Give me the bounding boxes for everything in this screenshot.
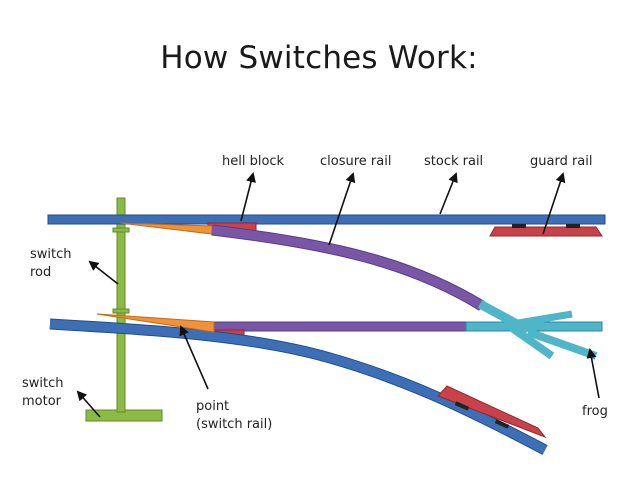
- label-closure-rail: closure rail: [320, 154, 391, 169]
- rod-clamp-top: [112, 227, 130, 233]
- closure-rail-top: [211, 224, 485, 311]
- slide-title: How Switches Work:: [160, 40, 478, 76]
- guard-rail-bottom: [437, 385, 547, 439]
- label-heel-block: hell block: [222, 154, 285, 169]
- arrow-stock-rail: [439, 172, 458, 215]
- arrow-switch-rod: [88, 260, 119, 285]
- guard-rail-bottom-tie-1: [454, 401, 470, 411]
- switch-motor-rod: [116, 197, 126, 413]
- label-switch-rod-2: rod: [30, 265, 51, 280]
- label-stock-rail: stock rail: [424, 154, 483, 169]
- guard-rail-bottom-tie-2: [494, 419, 510, 429]
- rod-clamp-bottom: [112, 308, 130, 314]
- stock-rail-top: [47, 214, 606, 225]
- arrow-heel-block: [240, 172, 256, 222]
- arrow-switch-motor: [76, 390, 101, 418]
- label-switch-motor-2: motor: [22, 394, 62, 409]
- arrow-point: [179, 325, 209, 390]
- label-point-2: (switch rail): [196, 417, 272, 432]
- switch-point-top: [119, 222, 213, 235]
- closure-rail-bottom: [211, 321, 469, 332]
- arrow-closure-rail: [328, 172, 356, 246]
- arrow-frog: [586, 348, 600, 399]
- label-switch-rod-1: switch: [30, 247, 72, 262]
- label-guard-rail: guard rail: [530, 154, 593, 169]
- frog-wing-down: [509, 324, 555, 360]
- guard-rail-tie-2: [566, 224, 580, 228]
- label-frog: frog: [582, 404, 608, 419]
- label-point-1: point: [196, 399, 229, 414]
- guard-rail-top: [489, 226, 603, 237]
- guard-rail-tie-1: [512, 224, 526, 228]
- arrow-guard-rail: [542, 172, 566, 235]
- frog-diverge-out: [526, 328, 598, 360]
- frog-wing-up: [511, 310, 573, 328]
- label-switch-motor-1: switch: [22, 376, 64, 391]
